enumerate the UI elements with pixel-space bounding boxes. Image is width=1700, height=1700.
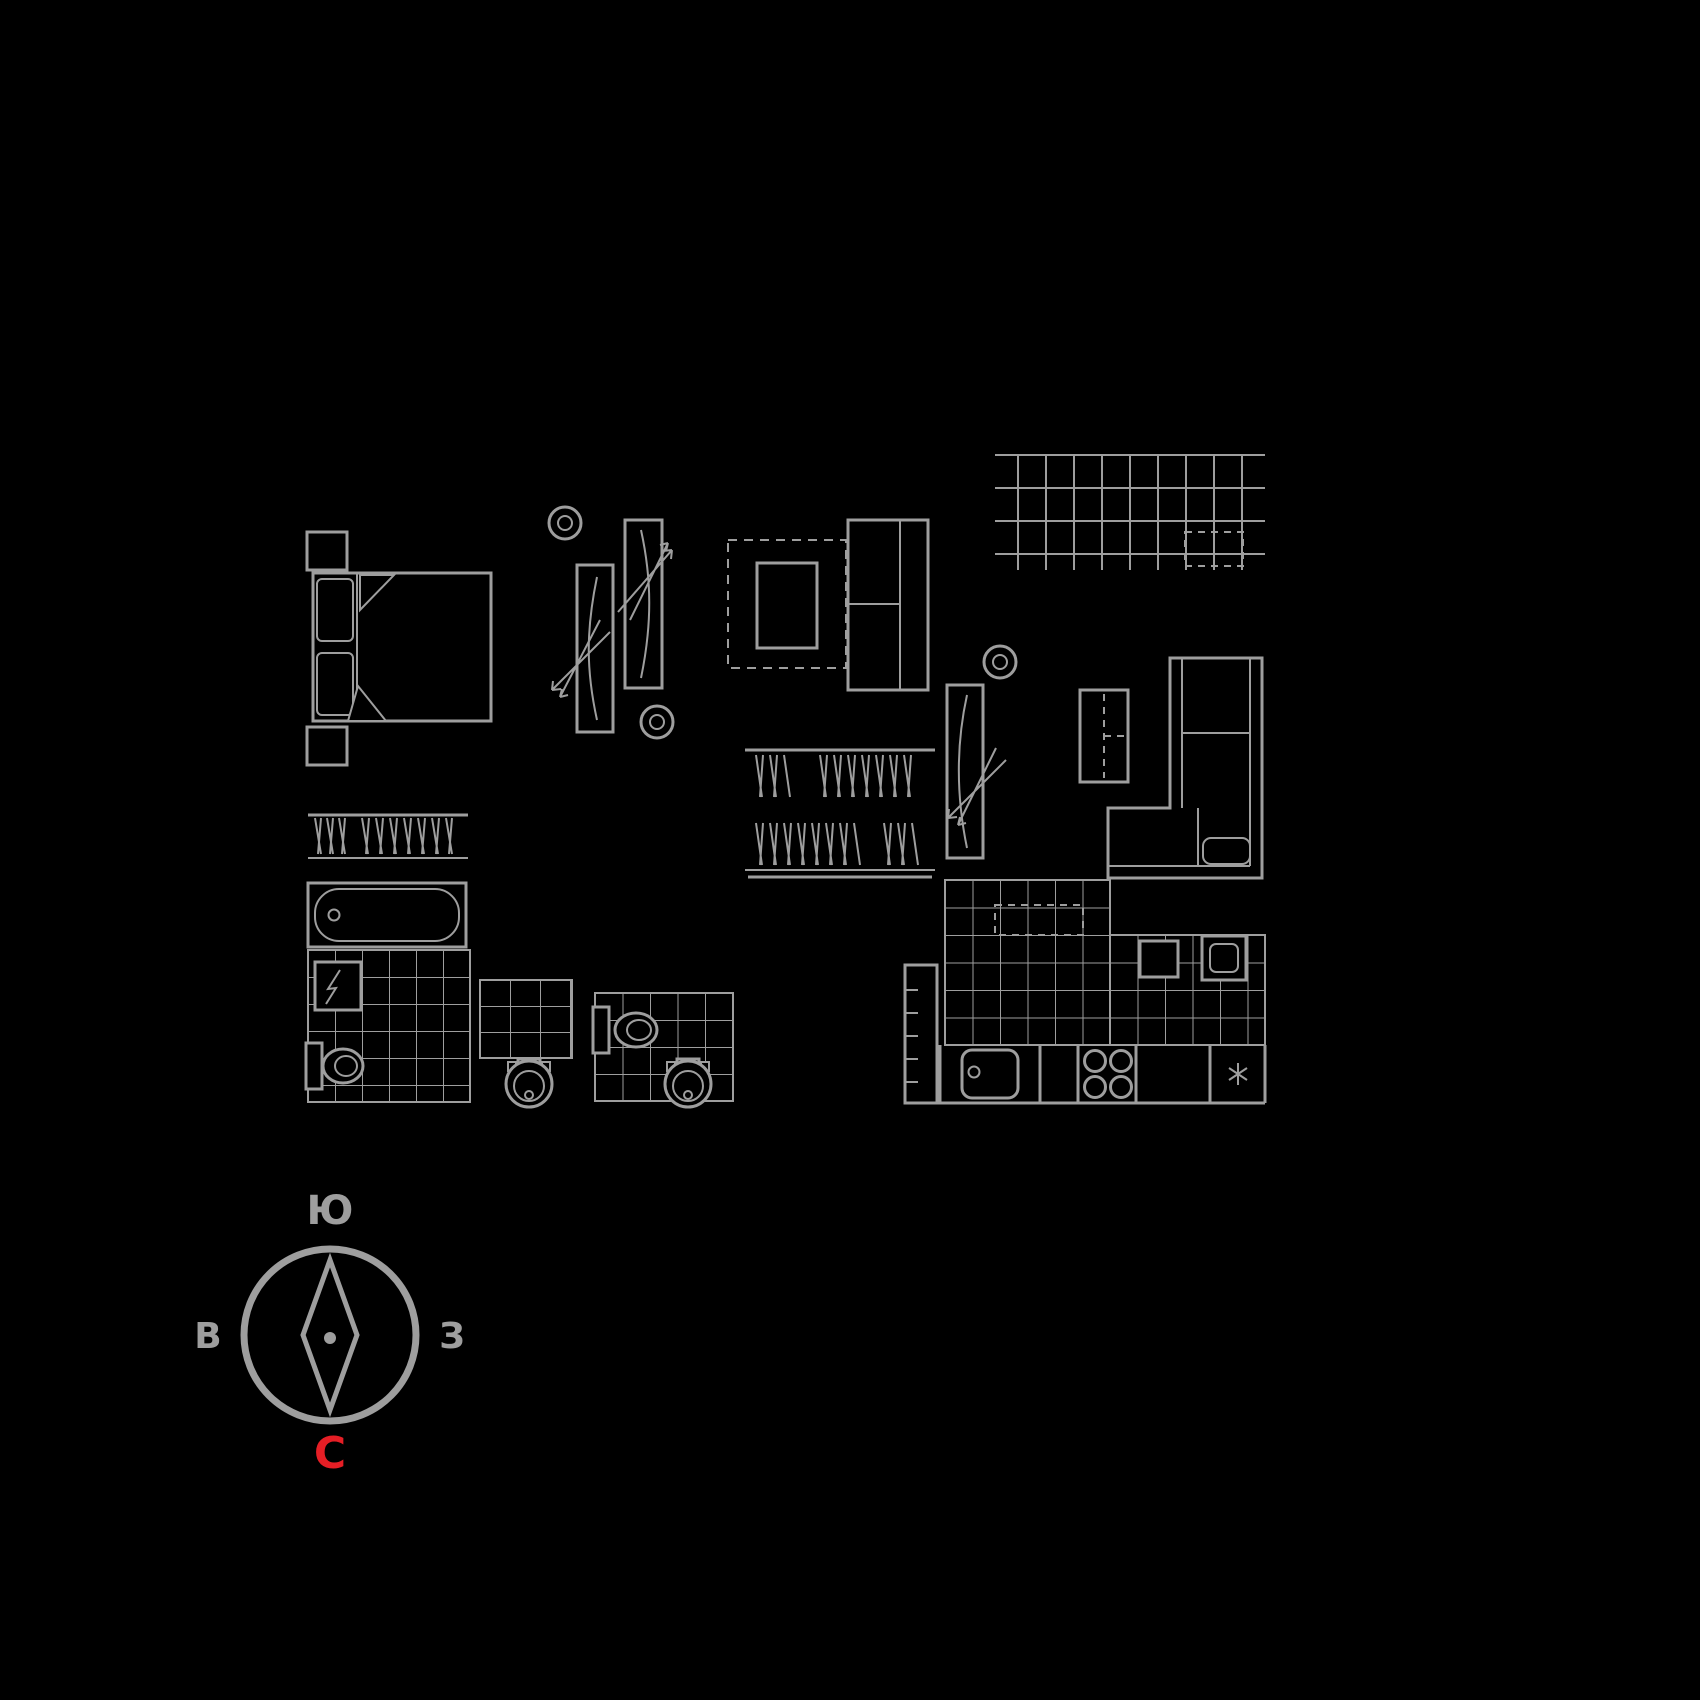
compass-ring [240,1245,420,1425]
dressing-area-group [547,505,675,740]
toilet-2 [591,1005,659,1055]
bathroom-group [304,881,471,1103]
pedestal-sink-1 [504,1057,554,1109]
hanging-clothes-strokes [314,817,453,855]
wardrobe-middle [617,518,673,690]
door-swing-arrows [617,542,673,621]
sofa-dashed-outline [727,539,847,669]
kitchen-group [903,879,1267,1105]
bathtub [306,881,468,949]
ceiling-light-2 [639,704,675,740]
bed-pillow-bottom [316,652,354,716]
compass-needle [300,1252,360,1418]
hanging-clothes-strokes-row2 [755,822,919,866]
blanket-fold-top [359,574,397,613]
ceiling-light-1 [547,505,583,541]
bed-pillow-top [316,578,354,642]
toilet-1 [304,1041,365,1091]
sofa-armrest [1202,837,1251,865]
kitchen-counter [905,1045,1267,1105]
kitchen-sink [960,1048,1020,1100]
clothes-rail-left [308,813,468,859]
wardrobe-door-curve [640,529,651,679]
blanket-fold-bottom [346,683,389,722]
corner-sofa [1106,656,1264,880]
water-heater [313,960,363,1012]
wardrobe-right [945,683,1007,860]
double-bed [311,571,493,723]
compass-center-dot [324,1332,336,1344]
wc-group [479,979,734,1109]
balcony-grid-lines [995,454,1265,570]
wardrobe-door-curve [957,694,968,849]
kitchen-inset-sink-top [1200,934,1248,982]
compass-label-west: З [439,1316,465,1357]
nightstand-top [305,530,349,572]
wardrobe-left [551,563,615,734]
ceiling-light-3 [982,644,1018,680]
bedroom-group [305,530,493,767]
compass-label-north: С [314,1428,346,1479]
kitchen-dashed-zone [994,904,1084,936]
door-swing-arrows [947,747,1007,826]
sofa [846,518,930,692]
compass-label-east: В [194,1316,221,1357]
balcony-dashed-zone [1184,531,1244,567]
living-sofa-set [727,518,930,692]
compass-label-south: Ю [307,1188,354,1234]
balcony-tile-grid [995,454,1265,570]
cooktop [1083,1049,1133,1099]
shelf-unit [1078,688,1130,784]
clothes-rail-center [745,748,935,879]
nightstand-bottom [305,725,349,767]
pedestal-sink-2 [663,1057,713,1109]
compass-rose: Ю В З С [194,1188,465,1479]
snowflake-symbol [1228,1063,1248,1085]
wardrobe-door-curve [587,576,598,721]
lightning-icon [325,969,341,1005]
tall-cabinet [903,963,939,1105]
kitchen-tile-floor-1 [944,879,1111,1046]
coffee-table [755,561,819,650]
kitchen-small-box [1138,939,1180,979]
hanging-clothes-strokes-row1 [755,754,912,798]
wc-tile-floor-1 [479,979,573,1059]
door-swing-arrows [551,619,611,698]
